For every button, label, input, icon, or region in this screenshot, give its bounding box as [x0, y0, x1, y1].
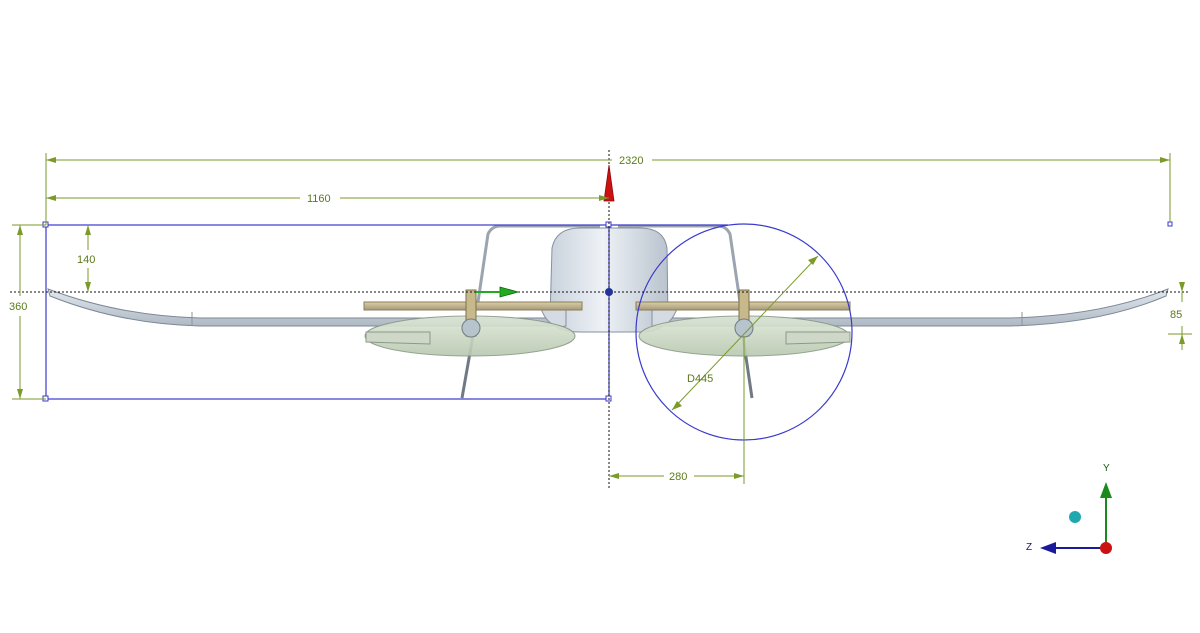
dimension-label-height-offset[interactable]: 140	[77, 254, 95, 266]
dimension-arrow	[17, 389, 23, 399]
dimension-arrow	[734, 473, 744, 479]
origin-point[interactable]	[605, 288, 613, 296]
dimension-arrow	[17, 225, 23, 235]
dimension-label-half-span[interactable]: 1160	[307, 193, 331, 205]
dimension-arrow	[1179, 282, 1185, 292]
dimension-label-wingtip-offset[interactable]: 85	[1170, 309, 1182, 321]
motor-hub	[461, 318, 481, 338]
view-triad[interactable]: Y Z	[1026, 463, 1112, 554]
aircraft-model[interactable]	[47, 224, 1169, 399]
dimension-arrow	[609, 473, 619, 479]
landing-frame-right	[618, 224, 742, 303]
triad-y-arrow	[1100, 482, 1112, 498]
dimension-label-rotor-offset[interactable]: 280	[669, 471, 687, 483]
dimension-arrow	[1160, 157, 1170, 163]
dimension-label-overall-span[interactable]: 2320	[619, 155, 643, 167]
dimensions[interactable]	[12, 153, 1192, 484]
dimension-line-rotor-diameter	[671, 255, 819, 411]
dimension-arrow	[1179, 334, 1185, 344]
horizontal-direction-marker[interactable]	[499, 286, 520, 298]
triad-y-label: Y	[1103, 463, 1110, 474]
triad-view-ball[interactable]	[1069, 511, 1081, 523]
rotor-left	[363, 289, 583, 357]
dimension-arrow	[599, 195, 609, 201]
sketch-point[interactable]	[1167, 221, 1173, 227]
dimension-arrow	[46, 157, 56, 163]
dimension-arrow	[672, 401, 682, 410]
landing-frame-left	[476, 224, 600, 303]
vertical-direction-marker[interactable]	[603, 164, 615, 202]
rotor-blade-cap	[785, 331, 851, 345]
triad-z-arrow	[1040, 542, 1056, 554]
dimension-label-rotor-diameter[interactable]: D445	[687, 373, 713, 385]
dimension-arrow	[85, 282, 91, 292]
dimension-label-overall-height[interactable]: 360	[9, 301, 27, 313]
rotor-blade-cap	[365, 331, 431, 345]
dimension-arrow	[808, 256, 818, 265]
triad-z-label: Z	[1026, 542, 1032, 553]
dimension-labels[interactable]: 2320 1160 360 140 85 D445 280	[9, 155, 1182, 483]
dimension-arrow	[46, 195, 56, 201]
dimension-arrow	[85, 225, 91, 235]
triad-origin	[1100, 542, 1112, 554]
